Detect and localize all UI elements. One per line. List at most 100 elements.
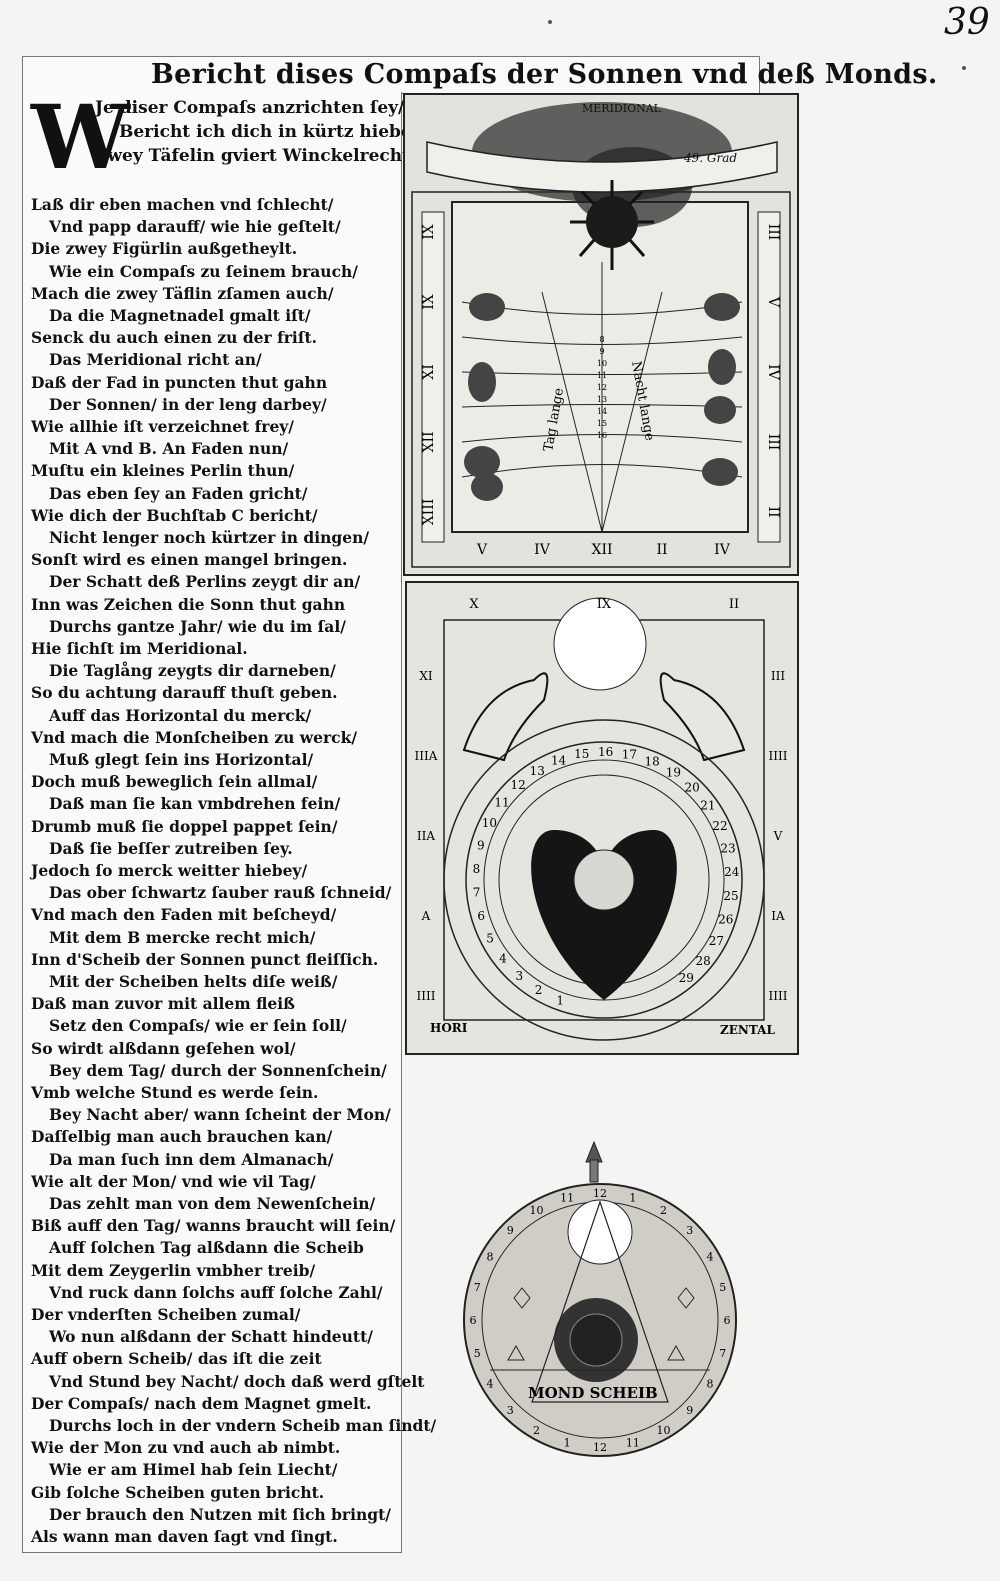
hour-number: 9 bbox=[599, 347, 604, 356]
hour-number: 8 bbox=[487, 1251, 494, 1264]
ring-number: 26 bbox=[718, 912, 733, 926]
verse-line: Wie allhie iſt verzeichnet frey/ bbox=[31, 417, 294, 436]
heart-cutout bbox=[531, 830, 677, 1000]
verse-line: Senck du auch einen zu der friſt. bbox=[31, 328, 318, 348]
roman-numeral: IV bbox=[534, 542, 551, 558]
hour-number: 15 bbox=[597, 419, 607, 428]
verse-line: Bey Nacht aber/ wann ſcheint der Mon/ bbox=[49, 1105, 391, 1125]
verse-line: Inn was Zeichen die Sonn thut gahn bbox=[31, 594, 346, 614]
hour-number: 4 bbox=[487, 1378, 494, 1391]
verse-line: Durchs gantze Jahr/ wie du im ſal/ bbox=[49, 616, 346, 636]
verse-line: Der Schatt deß Perlins zeygt dir an/ bbox=[49, 572, 361, 592]
roman-numeral: III bbox=[765, 224, 781, 241]
verse-line: Mach die zwey Täflin zſamen auch/ bbox=[31, 283, 334, 303]
verse-line: Die zwey Figürlin außgetheylt. bbox=[31, 239, 298, 259]
ring-number: 7 bbox=[473, 886, 481, 900]
verse-line: Der vnderſten Scheiben zumal/ bbox=[31, 1305, 301, 1324]
verse-line: Da man ſuch inn dem Almanach/ bbox=[49, 1149, 334, 1169]
roman-numeral: XI bbox=[421, 364, 437, 380]
hour-number: 5 bbox=[719, 1281, 726, 1294]
ring-number: 9 bbox=[477, 838, 485, 852]
verse-line: So du achtung darauff thuſt geben. bbox=[31, 683, 338, 703]
ring-number: 8 bbox=[473, 862, 481, 876]
verse-line: Das ober ſchwartz ſauber rauß ſchneid/ bbox=[49, 883, 392, 903]
verse-line: Auff das Horizontal du merck/ bbox=[49, 705, 312, 725]
zodiac-figures bbox=[464, 293, 740, 501]
banner-title: MERIDIONAL bbox=[582, 102, 662, 115]
verse-line: Daß ſie beſſer zutreiben ſey. bbox=[49, 838, 293, 858]
ring-number: 11 bbox=[494, 796, 509, 810]
roman-numeral: III bbox=[765, 434, 781, 451]
ring-number: 6 bbox=[477, 909, 485, 923]
roman-numeral: IX bbox=[597, 597, 612, 612]
verse-line: Laß dir eben machen vnd ſchlecht/ bbox=[31, 195, 334, 214]
ring-number: 17 bbox=[622, 748, 637, 762]
roman-numeral: IA bbox=[771, 909, 785, 923]
roman-numeral: II bbox=[729, 597, 739, 612]
verse-line: Daß man ſie kan vmbdrehen fein/ bbox=[49, 794, 341, 814]
hour-number: 16 bbox=[597, 431, 607, 440]
verse-line: Daß der Fad in puncten thut gahn bbox=[31, 372, 328, 392]
hour-number: 11 bbox=[597, 371, 607, 380]
hour-number: 12 bbox=[593, 1187, 607, 1200]
verse-line: Mit dem Zeygerlin vmbher treib/ bbox=[31, 1260, 316, 1280]
verse-line: Wie alt der Mon/ vnd wie vil Tag/ bbox=[31, 1171, 316, 1191]
roman-numeral: XIII bbox=[421, 499, 437, 526]
roman-numeral: XII bbox=[591, 542, 612, 558]
verse-line: So wirdt alßdann geſehen wol/ bbox=[31, 1038, 296, 1058]
verse-line: Muſtu ein kleines Perlin thun/ bbox=[31, 461, 295, 481]
intro-line: Bericht ich dich in kürtz hiebey/ bbox=[119, 122, 428, 142]
verse-line: Wo nun alßdann der Schatt hindeutt/ bbox=[49, 1327, 373, 1347]
roman-numeral: V bbox=[773, 829, 783, 843]
intro-line: Zwey Täfelin gviert Winckelrecht/ bbox=[95, 146, 417, 166]
verse-line: Der Sonnen/ in der leng darbey/ bbox=[49, 394, 327, 414]
verse-line: Setz den Compaſs/ wie er ſein ſoll/ bbox=[49, 1016, 347, 1036]
ring-number: 5 bbox=[486, 931, 494, 945]
hour-number: 8 bbox=[707, 1378, 714, 1391]
roman-numeral: A bbox=[421, 909, 431, 923]
hour-number: 1 bbox=[564, 1437, 571, 1450]
hour-number: 12 bbox=[593, 1441, 607, 1454]
hour-number: 3 bbox=[507, 1404, 514, 1417]
verse-line: Inn d'Scheib der Sonnen punct fleiſſich. bbox=[31, 949, 379, 969]
verse-line: Die Taglång zeygts dir darneben/ bbox=[49, 661, 336, 681]
verse-line: Vnd ruck dann ſolchs auff ſolche Zahl/ bbox=[49, 1282, 383, 1302]
roman-numeral: IV bbox=[714, 542, 731, 558]
ring-number: 25 bbox=[723, 889, 738, 903]
verse-line: Wie er am Himel hab ſein Liecht/ bbox=[49, 1460, 338, 1480]
hour-number: 12 bbox=[597, 383, 607, 392]
ring-number: 27 bbox=[709, 934, 724, 948]
hour-number: 10 bbox=[530, 1204, 544, 1217]
hour-number: 10 bbox=[597, 359, 607, 368]
verse-line: Der brauch den Nutzen mit ſich bringt/ bbox=[49, 1504, 391, 1524]
page-title: Bericht dises Compaſs der Sonnen vnd deß… bbox=[151, 59, 938, 90]
verse-line: Vnd Stund bey Nacht/ doch daß werd gſtel… bbox=[49, 1371, 425, 1391]
roman-numeral: IIA bbox=[417, 829, 435, 843]
hour-number: 7 bbox=[474, 1281, 481, 1294]
ring-number: 18 bbox=[645, 754, 660, 768]
verse-line: Da die Magnetnadel gmalt iſt/ bbox=[49, 306, 311, 325]
hour-number: 8 bbox=[599, 335, 604, 344]
verse-line: Daſſelbig man auch brauchen kan/ bbox=[31, 1127, 333, 1147]
cutout-hole bbox=[553, 597, 647, 691]
ring-number: 21 bbox=[700, 798, 715, 812]
verse-line: Mit der Scheiben helts diſe weiß/ bbox=[49, 972, 338, 991]
verse-line: Jedoch ſo merck weitter hiebey/ bbox=[31, 861, 308, 880]
verse-line: Vnd mach den Faden mit beſcheyd/ bbox=[31, 905, 337, 925]
hour-number: 14 bbox=[597, 407, 607, 416]
roman-numeral: XII bbox=[421, 431, 437, 452]
verse-line: Auff obern Scheib/ das iſt die zeit bbox=[31, 1349, 322, 1369]
hour-number: 7 bbox=[719, 1347, 726, 1360]
roman-numeral: IX bbox=[421, 294, 437, 310]
verse-line: Sonſt wird es einen mangel bringen. bbox=[31, 550, 348, 570]
